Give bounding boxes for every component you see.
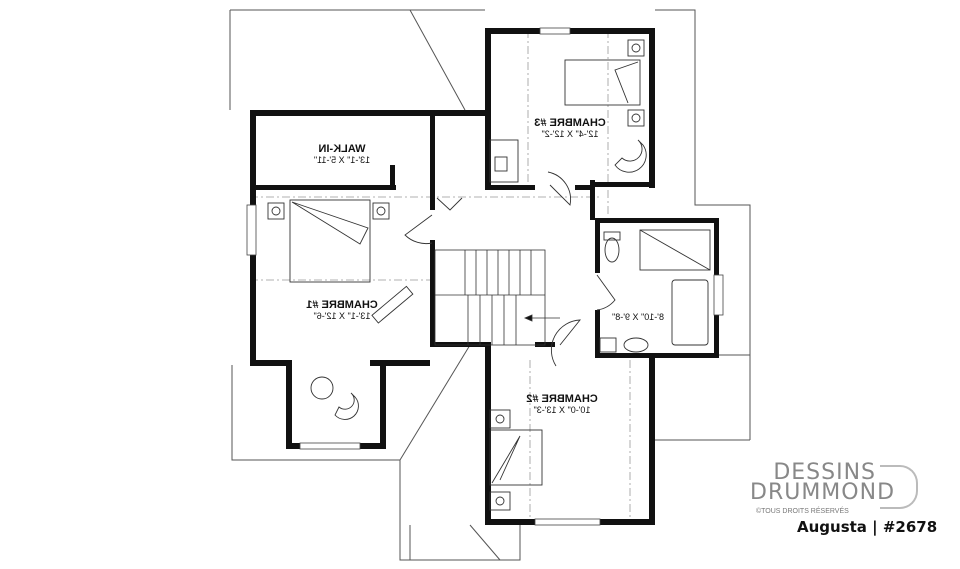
room-dim-chambre3: 12'-4" X 12'-2" (542, 129, 599, 139)
windows (246, 27, 724, 526)
bathtub (671, 279, 709, 346)
bed-chambre1 (289, 199, 371, 283)
room-label-chambre2: CHAMBRE #2 (526, 393, 598, 405)
bed-chambre3 (564, 59, 641, 106)
room-label-chambre1: CHAMBRE #1 (306, 299, 378, 311)
doors (404, 171, 616, 367)
walls (250, 28, 719, 525)
room-label-walkin: WALK-IN (318, 143, 365, 155)
room-dim-walkin: 13'-1" X 5'-11" (314, 155, 370, 165)
reference-lines (250, 30, 631, 520)
logo-rights: ©TOUS DROITS RÉSERVÉS (756, 508, 849, 515)
company-logo: DESSINS DRUMMOND ©TOUS DROITS RÉSERVÉS (750, 460, 950, 515)
logo-mark-icon (880, 465, 918, 509)
bed-chambre2 (489, 429, 543, 486)
toilet (604, 237, 620, 263)
room-dim-chambre1: 13'-1" X 12'-6" (314, 311, 371, 321)
plan-caption: Augusta | #2678 (797, 518, 938, 536)
room-dim-bathroom: 8'-10" X 9'-8" (612, 312, 664, 322)
logo-line2: DRUMMOND (750, 480, 896, 505)
logo-line1: DESSINS (773, 460, 876, 485)
room-label-chambre3: CHAMBRE #3 (534, 117, 606, 129)
stairs (434, 249, 560, 346)
shower (639, 229, 711, 271)
room-dim-chambre2: 10'-0" X 13'-3" (534, 405, 591, 415)
sink (623, 337, 649, 353)
roof-outline (229, 9, 751, 561)
furniture (267, 39, 711, 511)
